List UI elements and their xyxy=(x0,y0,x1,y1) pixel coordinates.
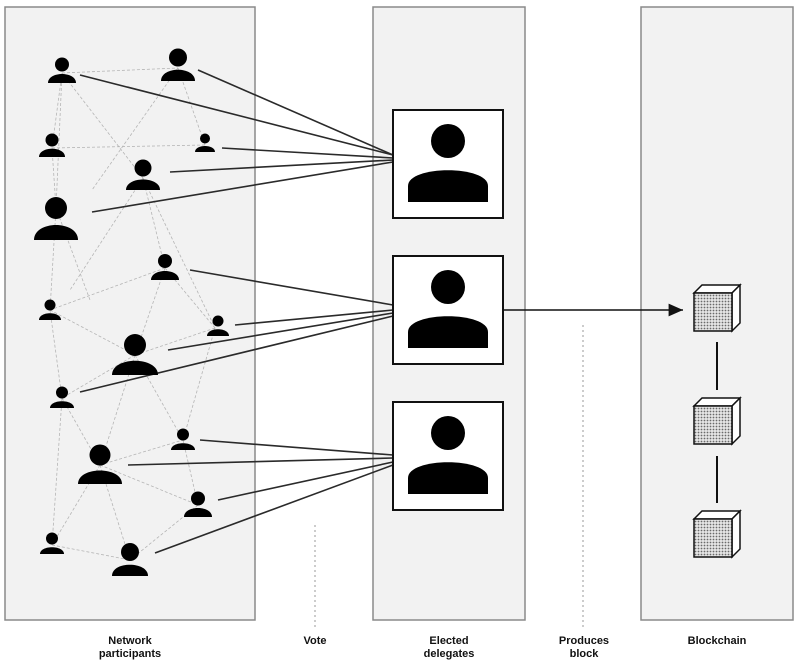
produces-block-label: Produces block xyxy=(558,635,610,660)
participant-icon xyxy=(195,133,215,152)
participant-icon xyxy=(171,428,195,450)
participant-icon xyxy=(78,444,122,484)
vote-lines xyxy=(79,69,394,554)
delegate-person-icon xyxy=(408,124,488,202)
participant-icon xyxy=(40,532,64,554)
network-panel xyxy=(4,6,256,621)
participant-icon xyxy=(34,197,78,240)
delegate-person-icon xyxy=(408,416,488,494)
vote-label: Vote xyxy=(303,635,327,647)
delegate-3 xyxy=(392,401,504,511)
participant-icon xyxy=(184,491,212,517)
delegate-person-icon xyxy=(408,270,488,348)
block-cube-icon xyxy=(692,509,742,559)
participant-icon xyxy=(48,57,76,83)
participant-icon xyxy=(151,254,179,280)
network-participants-label: Network participants xyxy=(98,635,162,660)
block-cube-icon xyxy=(692,396,742,446)
participant-icon xyxy=(50,386,74,408)
delegate-2 xyxy=(392,255,504,365)
elected-delegates-label: Elected delegates xyxy=(423,635,475,660)
participant-icon xyxy=(161,48,195,81)
participant-icon xyxy=(112,334,158,375)
participant-icon xyxy=(39,299,61,320)
block-cube-icon xyxy=(692,283,742,333)
blockchain-label: Blockchain xyxy=(687,635,747,647)
participant-icon xyxy=(207,315,229,336)
delegate-1 xyxy=(392,109,504,219)
participant-icon xyxy=(126,159,160,190)
participant-icon xyxy=(39,133,65,157)
participant-icon xyxy=(112,543,148,576)
